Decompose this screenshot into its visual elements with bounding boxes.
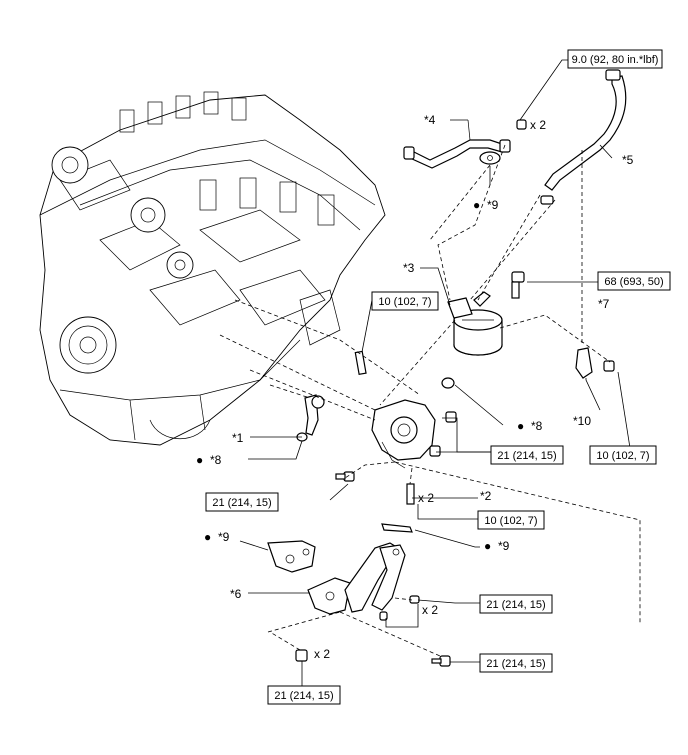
callout-3: *3 xyxy=(403,261,415,275)
callout-9-top: *9 xyxy=(487,198,499,212)
bullet-9-left: ● xyxy=(204,530,211,544)
alignment-lines xyxy=(219,144,641,657)
bolt-bracket-10 xyxy=(603,360,615,372)
oil-cooler-part-3 xyxy=(447,291,503,356)
qty-bottom: x 2 xyxy=(314,647,330,661)
bolt-bracket-upper xyxy=(445,411,457,423)
callout-labels: *4 *5 *3 *7 *10 *1 *2 *6 ● *9 ● *8 ● *8 … xyxy=(196,113,634,661)
torque-label-10-right: 10 (102, 7) xyxy=(596,450,649,462)
o-ring-part-8-right xyxy=(441,377,455,389)
torque-spec-boxes: 9.0 (92, 80 in.*lbf) 68 (693, 50) 10 (10… xyxy=(205,49,671,705)
clamp-bolt xyxy=(409,595,420,604)
torque-label-10-stud: 10 (102, 7) xyxy=(484,515,537,527)
torque-label-68: 68 (693, 50) xyxy=(604,276,663,288)
callout-8-left: *8 xyxy=(210,453,222,467)
qty-top: x 2 xyxy=(530,118,546,132)
oil-filter-bracket-part-2 xyxy=(371,399,436,469)
gasket-part-9-left xyxy=(267,540,316,573)
gasket-part-9-mid xyxy=(381,523,413,533)
callout-9-left: *9 xyxy=(218,530,230,544)
torque-label-10-upper: 10 (102, 7) xyxy=(378,296,431,308)
bullet-8-right: ● xyxy=(517,419,524,433)
union-bolt xyxy=(511,271,525,299)
callout-5: *5 xyxy=(622,153,634,167)
nut-bottom xyxy=(295,649,308,662)
pipe-part-1 xyxy=(304,394,325,436)
engine-block-illustration xyxy=(39,91,386,446)
torque-label-21-clamp: 21 (214, 15) xyxy=(486,599,545,611)
bullet-8-left: ● xyxy=(196,453,203,467)
torque-label-21-bottom: 21 (214, 15) xyxy=(274,690,333,702)
leader-lines xyxy=(239,59,631,686)
torque-label-21-left: 21 (214, 15) xyxy=(212,497,271,509)
bullet-9-top: ● xyxy=(473,198,480,212)
bolt-21-bottom-right xyxy=(431,655,451,667)
pipe-bolt xyxy=(379,611,388,621)
oil-hose-part-5 xyxy=(540,69,627,205)
callout-8-right: *8 xyxy=(531,419,543,433)
bolt-21-left xyxy=(335,471,355,482)
stud-bolt xyxy=(354,350,367,376)
gasket-part-9-top xyxy=(479,151,501,165)
torque-label-21-bottom-right: 21 (214, 15) xyxy=(486,658,545,670)
torque-label-top: 9.0 (92, 80 in.*lbf) xyxy=(572,54,659,66)
callout-6: *6 xyxy=(230,587,242,601)
callout-2: *2 xyxy=(480,489,492,503)
callout-10: *10 xyxy=(573,414,591,428)
stud-pair xyxy=(406,483,415,505)
torque-label-21-bracket: 21 (214, 15) xyxy=(497,450,556,462)
callout-9-mid: *9 xyxy=(498,539,510,553)
bolt-bracket-lower xyxy=(429,445,441,457)
oil-pipe-part-6 xyxy=(307,542,406,615)
bracket-part-10 xyxy=(575,347,593,379)
callout-1: *1 xyxy=(232,431,244,445)
qty-stud: x 2 xyxy=(418,491,434,505)
callout-4: *4 xyxy=(424,113,436,127)
callout-7: *7 xyxy=(598,297,610,311)
bullet-9-mid: ● xyxy=(484,539,491,553)
qty-bracket: x 2 xyxy=(422,603,438,617)
nut-top xyxy=(516,119,527,130)
